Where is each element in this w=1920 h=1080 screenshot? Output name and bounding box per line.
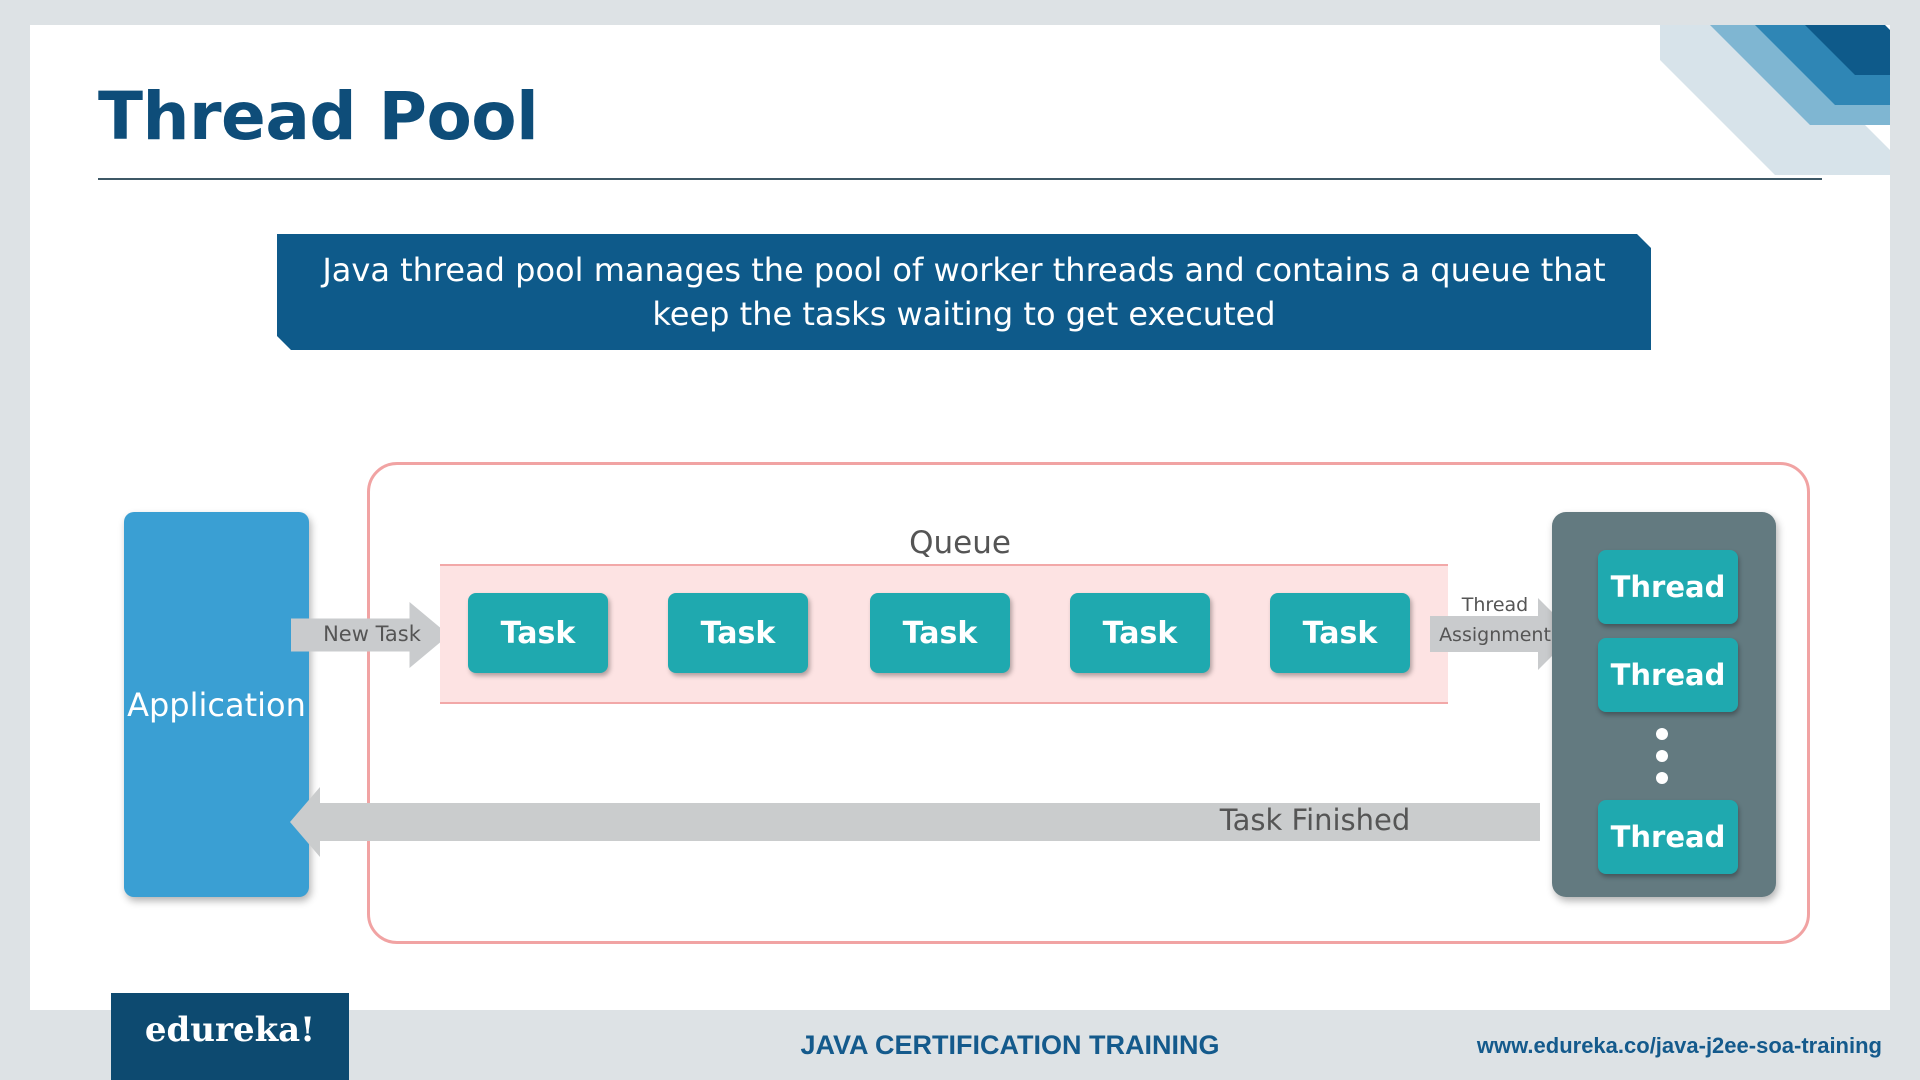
thread-label: Thread — [1610, 820, 1726, 854]
task-label: Task — [700, 615, 776, 651]
thread-assignment-label: Thread Assignment — [1430, 590, 1560, 650]
course-title: JAVA CERTIFICATION TRAINING — [800, 1030, 1220, 1060]
description-banner: Java thread pool manages the pool of wor… — [277, 234, 1651, 350]
task-box: Task — [1070, 593, 1210, 673]
thread-pool-frame — [367, 462, 1810, 944]
thread-box: Thread — [1598, 550, 1738, 624]
task-label: Task — [902, 615, 978, 651]
thread-assignment-line: Thread — [1461, 594, 1529, 616]
description-text: Java thread pool manages the pool of wor… — [322, 251, 1606, 333]
thread-label: Thread — [1610, 658, 1726, 692]
course-url: www.edureka.co/java-j2ee-soa-training — [1476, 1033, 1882, 1058]
thread-box: Thread — [1598, 638, 1738, 712]
application-box: Application — [124, 512, 309, 897]
new-task-label: New Task — [323, 622, 421, 646]
edureka-logo: edureka! — [111, 993, 349, 1080]
task-label: Task — [500, 615, 576, 651]
title-divider — [98, 178, 1822, 180]
thread-assignment-line: Assignment — [1439, 624, 1551, 646]
task-box: Task — [1270, 593, 1410, 673]
task-finished-label: Task Finished — [1219, 803, 1411, 837]
task-box: Task — [668, 593, 808, 673]
queue-label: Queue — [909, 525, 1011, 561]
application-label: Application — [127, 685, 306, 724]
ellipsis-dot — [1656, 728, 1668, 740]
corner-decoration — [1660, 25, 1890, 175]
task-box: Task — [468, 593, 608, 673]
brand-text: edureka! — [144, 1009, 316, 1050]
ellipsis-dot — [1656, 750, 1668, 762]
slide-title: Thread Pool — [98, 78, 539, 155]
task-label: Task — [1302, 615, 1378, 651]
ellipsis-dot — [1656, 772, 1668, 784]
task-box: Task — [870, 593, 1010, 673]
thread-label: Thread — [1610, 570, 1726, 604]
thread-box: Thread — [1598, 800, 1738, 874]
task-label: Task — [1102, 615, 1178, 651]
